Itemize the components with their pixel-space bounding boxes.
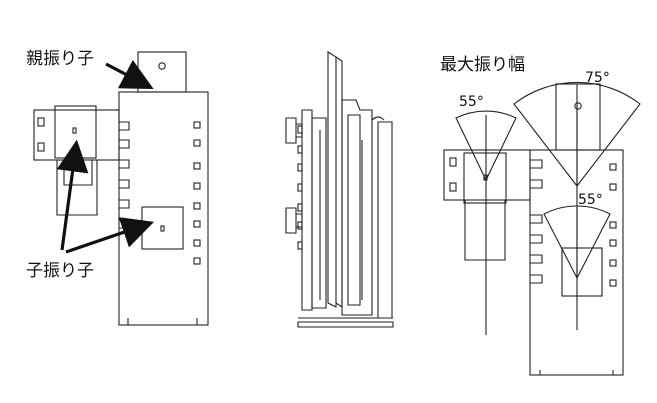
front-view	[33, 51, 209, 326]
swing-arc-child-right	[543, 205, 611, 280]
max-swing-view	[443, 82, 641, 376]
body-right-tabs	[193, 121, 201, 265]
side-tabs	[297, 125, 303, 250]
label-parent-pendulum: 親振り子	[26, 49, 94, 69]
angle-child-right: 55°	[578, 192, 603, 208]
swing-right-tabs	[609, 163, 617, 287]
label-max-swing: 最大振り幅	[440, 55, 525, 75]
arrow-child-upper	[56, 139, 89, 251]
angle-child-left: 55°	[459, 94, 484, 110]
pivot-hole	[158, 62, 166, 70]
swing-arc-child-left	[455, 110, 517, 182]
arrow-parent	[105, 59, 154, 89]
arrow-child-lower	[65, 217, 155, 254]
body-left-notches	[119, 121, 130, 229]
child-pendulum-arm	[56, 160, 98, 216]
swing-arc-parent	[513, 82, 641, 187]
label-child-pendulum: 子振り子	[26, 261, 94, 281]
child-pendulum-window-lower	[141, 206, 184, 250]
swing-child-frame	[443, 149, 531, 201]
pointer-arrows	[56, 59, 155, 254]
angle-parent: 75°	[585, 70, 610, 86]
side-view	[285, 51, 394, 328]
child-frame-tabs	[37, 117, 45, 152]
